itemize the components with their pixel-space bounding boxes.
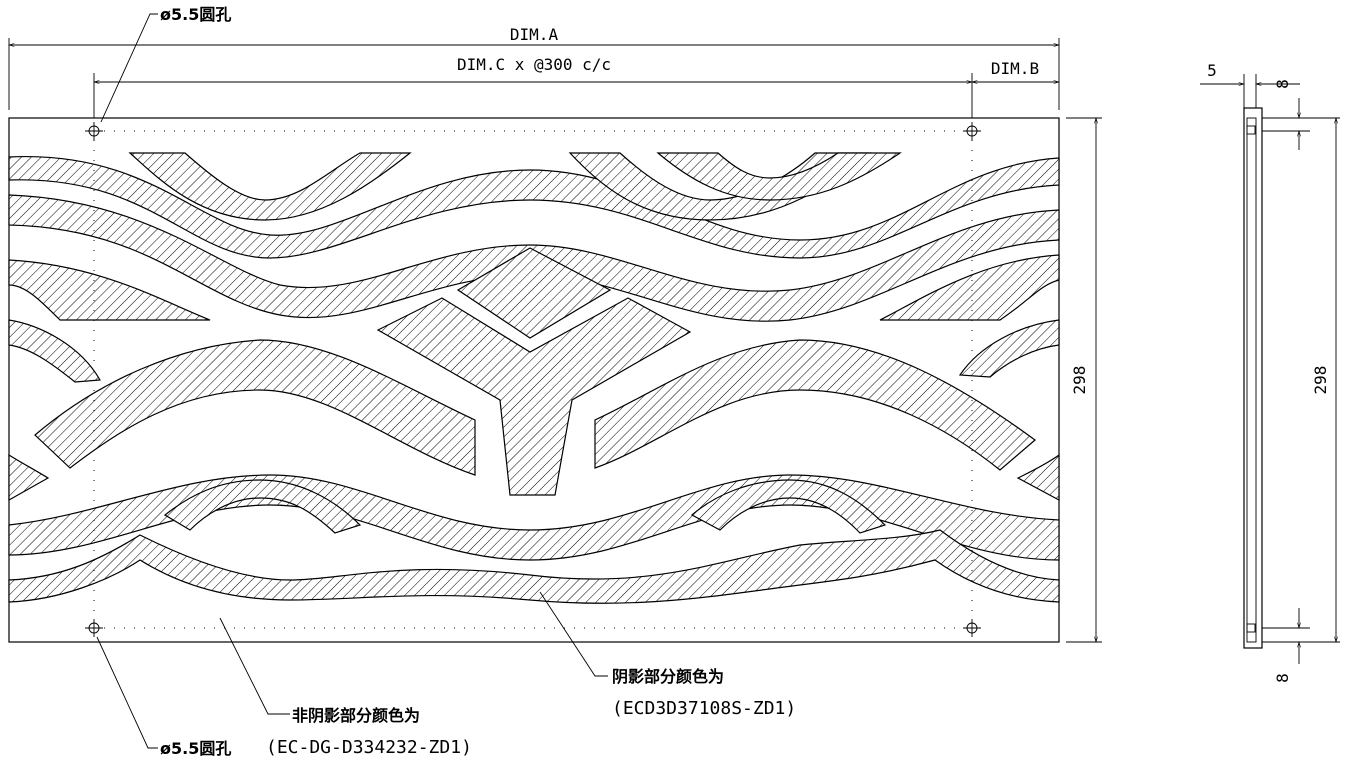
- hole-top-left-icon: [85, 122, 103, 140]
- side-height-label: 298: [1311, 366, 1330, 395]
- unshaded-color-note: 非阴影部分颜色为 (EC-DG-D334232-ZD1): [219, 617, 472, 758]
- side-bottom-offset-dimension: 8: [1262, 608, 1340, 683]
- side-top-offset-label: 8: [1273, 79, 1292, 89]
- dim-c-label: DIM.C x @300 c/c: [457, 55, 611, 74]
- hole-bottom-right-icon: [963, 619, 981, 637]
- dim-b-dimension: DIM.B: [971, 59, 1060, 84]
- side-view: 5 8 8 298: [1200, 61, 1340, 683]
- hole-bottom-left-icon: [85, 619, 103, 637]
- dim-b-label: DIM.B: [991, 59, 1039, 78]
- side-height-dimension: 298: [1311, 117, 1338, 643]
- front-view: DIM.A DIM.C x @300 c/c DIM.B 298 ø5.5圆孔: [8, 5, 1102, 758]
- panel-outline: [8, 117, 1060, 643]
- shaded-note-title: 阴影部分颜色为: [612, 667, 724, 686]
- hole-label-top: ø5.5圆孔: [160, 5, 231, 24]
- hole-callout-bottom: ø5.5圆孔: [96, 636, 231, 758]
- dim-a-label: DIM.A: [510, 25, 559, 44]
- unshaded-note-title: 非阴影部分颜色为: [292, 706, 420, 725]
- dim-a-dimension: DIM.A: [8, 25, 1060, 110]
- hole-callout-top: ø5.5圆孔: [100, 5, 231, 123]
- dim-c-dimension: DIM.C x @300 c/c: [93, 55, 973, 118]
- front-height-dimension: 298: [1066, 117, 1102, 643]
- hole-label-bottom: ø5.5圆孔: [160, 739, 231, 758]
- front-height-label: 298: [1070, 366, 1089, 395]
- side-bottom-offset-label: 8: [1273, 673, 1292, 683]
- mounting-holes: [85, 122, 981, 637]
- hole-top-right-icon: [963, 122, 981, 140]
- shaded-color-note: 阴影部分颜色为 (ECD3D37108S-ZD1): [539, 591, 796, 719]
- side-hole-top-icon: [1246, 125, 1256, 135]
- shaded-note-code: (ECD3D37108S-ZD1): [612, 698, 796, 719]
- unshaded-note-code: (EC-DG-D334232-ZD1): [266, 737, 472, 758]
- side-hole-bottom-icon: [1246, 623, 1256, 633]
- side-top-offset-dimension: 8: [1262, 79, 1340, 150]
- side-thickness-label: 5: [1207, 61, 1217, 80]
- side-thickness-dimension: 5: [1200, 61, 1300, 108]
- hatched-pattern: [8, 152, 1060, 604]
